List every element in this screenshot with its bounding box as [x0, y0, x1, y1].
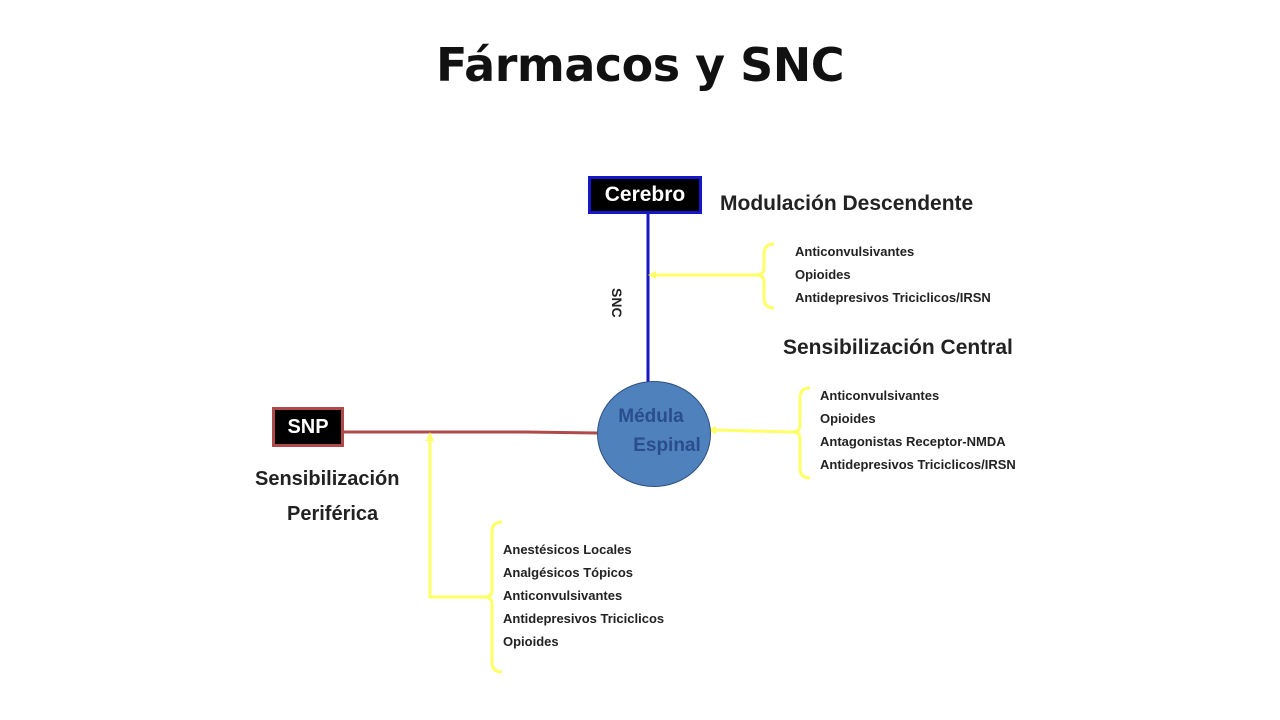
peripheral-arrowhead — [426, 432, 434, 441]
medula-line1: Médula — [618, 406, 684, 427]
drug-item: Antidepresivos Triciclicos — [503, 611, 665, 626]
central-arrow — [713, 428, 793, 434]
snc-axis-label: SNC — [609, 288, 625, 318]
medula-espinal-node — [597, 381, 711, 487]
central-arrowhead — [707, 426, 716, 434]
descending-heading: Modulación Descendente — [720, 192, 974, 215]
peripheral-drug-list: Anestésicos Locales Analgésicos Tópicos … — [503, 538, 664, 653]
drug-item: Opioides — [503, 634, 559, 649]
drug-item: Anticonvulsivantes — [503, 588, 623, 603]
snp-node: SNP — [272, 407, 344, 447]
peripheral-arrow — [428, 440, 484, 599]
descending-drug-list: Anticonvulsivantes Opioides Antidepresiv… — [795, 240, 991, 309]
peripheral-heading-line2: Periférica — [287, 503, 379, 525]
medula-espinal-label: Médula Espinal — [582, 402, 732, 460]
drug-item: Anticonvulsivantes — [795, 244, 915, 259]
drug-item: Analgésicos Tópicos — [503, 565, 634, 580]
page-title: Fármacos y SNC — [435, 38, 845, 92]
central-heading: Sensibilización Central — [783, 336, 1013, 359]
drug-item: Anestésicos Locales — [503, 542, 632, 557]
central-brace — [791, 386, 811, 480]
drug-item: Antidepresivos Triciclicos/IRSN — [820, 457, 1016, 472]
drug-item: Antagonistas Receptor-NMDA — [820, 434, 1006, 449]
descending-arrowhead — [648, 271, 656, 279]
drug-item: Antidepresivos Triciclicos/IRSN — [795, 290, 991, 305]
descending-brace — [755, 242, 775, 310]
drug-item: Opioides — [795, 267, 851, 282]
cerebro-node: Cerebro — [588, 176, 702, 214]
central-drug-list: Anticonvulsivantes Opioides Antagonistas… — [820, 384, 1016, 476]
peripheral-heading-line1: Sensibilización — [255, 468, 400, 490]
drug-item: Opioides — [820, 411, 876, 426]
drug-item: Anticonvulsivantes — [820, 388, 940, 403]
snp-line — [344, 430, 598, 435]
medula-line2: Espinal — [633, 435, 701, 456]
peripheral-brace — [483, 520, 503, 674]
